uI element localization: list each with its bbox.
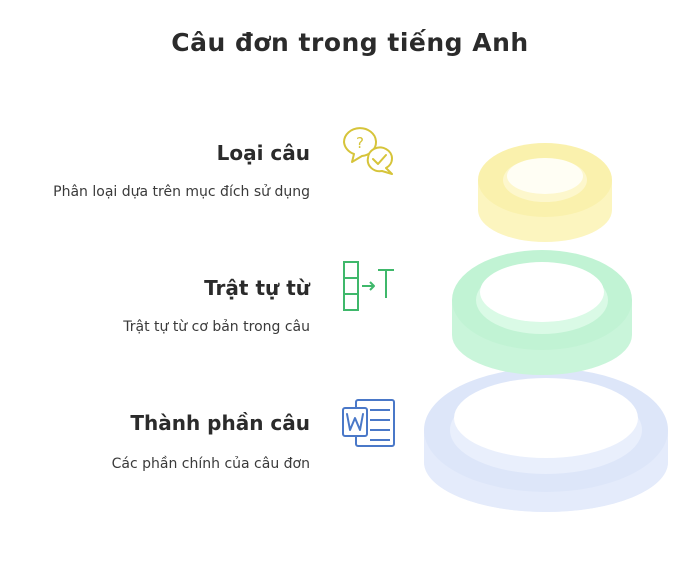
item-title-trat-tu-tu: Trật tự từ bbox=[204, 276, 310, 300]
question-answer-bubbles-icon: ? bbox=[343, 127, 393, 175]
item-description-thanh-phan-cau: Các phần chính của câu đơn bbox=[111, 456, 310, 472]
item-title-thanh-phan-cau: Thành phần câu bbox=[130, 411, 310, 435]
svg-text:?: ? bbox=[356, 134, 364, 152]
item-description-trat-tu-tu: Trật tự từ cơ bản trong câu bbox=[123, 319, 310, 335]
blue-ring bbox=[424, 368, 668, 512]
yellow-ring bbox=[478, 143, 612, 242]
word-document-icon bbox=[342, 399, 395, 447]
green-ring bbox=[452, 250, 632, 375]
item-title-loai-cau: Loại câu bbox=[216, 141, 310, 165]
column-arrow-text-icon bbox=[343, 261, 394, 311]
page-title: Câu đơn trong tiếng Anh bbox=[171, 28, 529, 57]
item-description-loai-cau: Phân loại dựa trên mục đích sử dụng bbox=[53, 184, 310, 200]
